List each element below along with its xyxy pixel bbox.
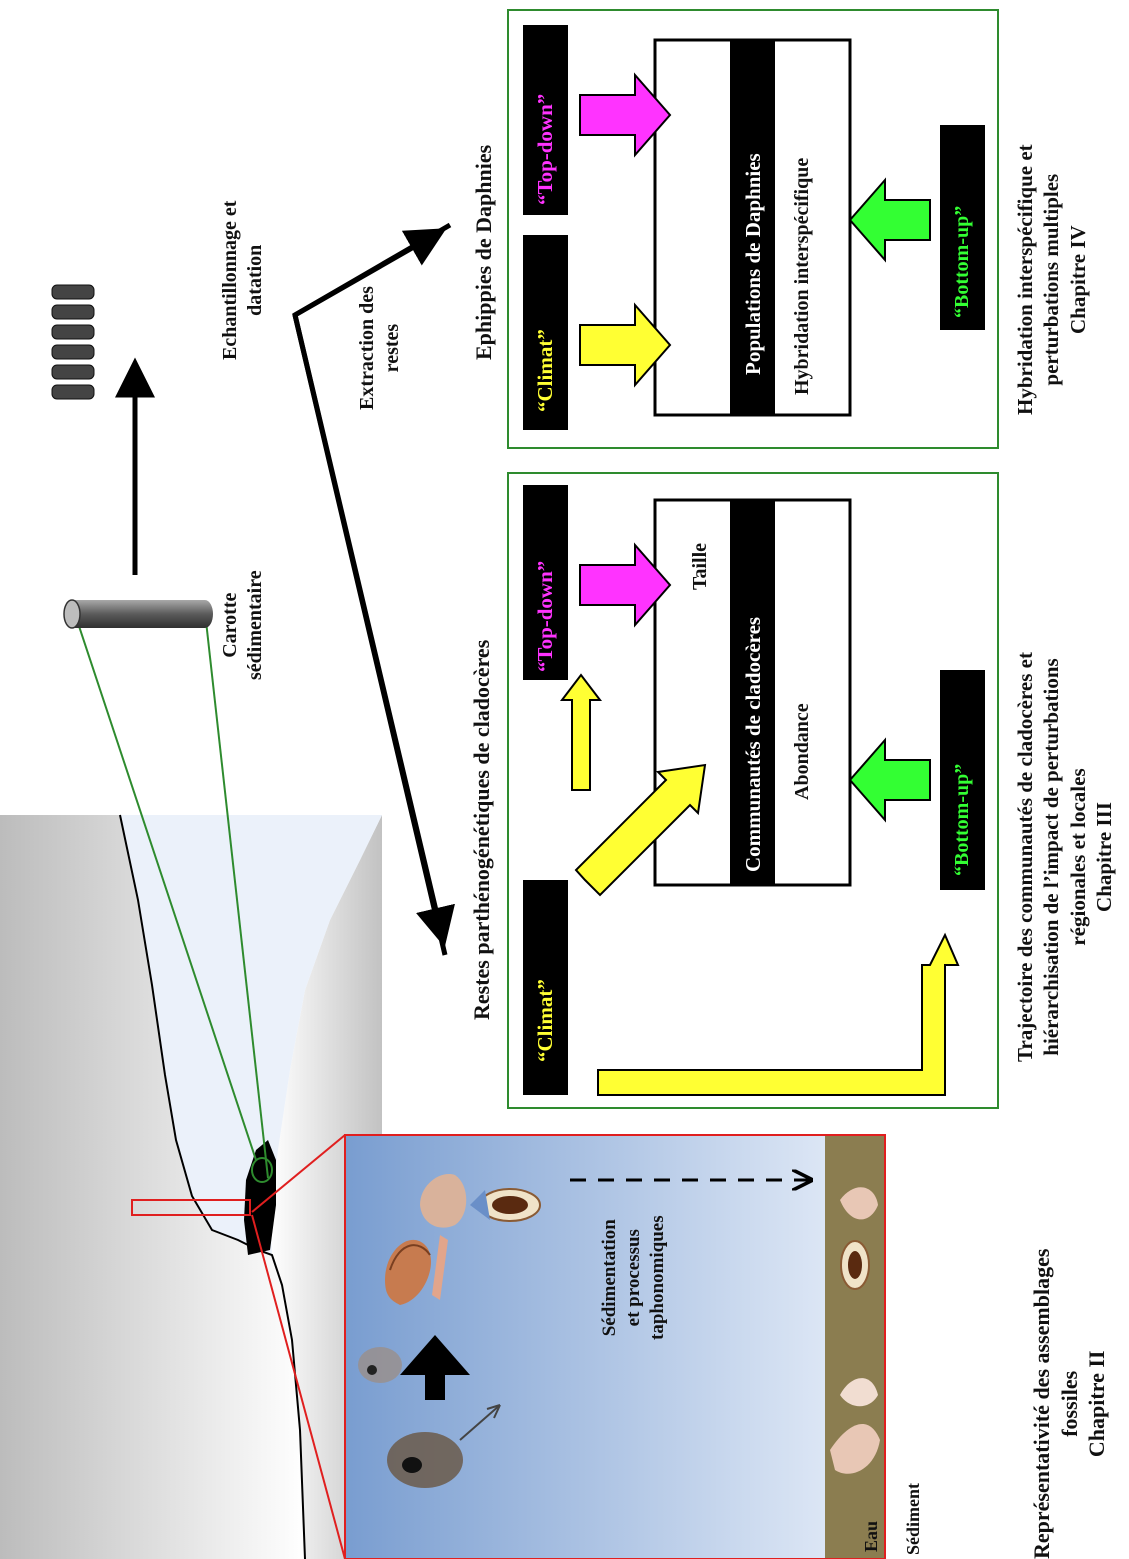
daph-climate: “Climat” <box>533 329 557 412</box>
sediment-core-end <box>63 599 81 629</box>
core-link-2 <box>204 611 269 1179</box>
clado-bottomup: “Bottom-up” <box>951 763 973 876</box>
inset-caption: Représentativité des assemblages fossile… <box>1029 1248 1109 1559</box>
topdown-arrow-clado <box>579 542 672 628</box>
bottomup-box-daph <box>940 125 985 330</box>
clado-climate: “Climat” <box>533 979 557 1062</box>
inset-frame <box>344 1134 886 1559</box>
limb-illustration <box>432 1235 448 1300</box>
climate-arrow-daph <box>579 302 672 388</box>
sampling-label: Echantillonnage et datation <box>219 200 266 360</box>
growth-arrow <box>400 1335 470 1400</box>
lake-shoreline <box>119 814 306 1559</box>
topdown-box-daph <box>523 25 568 215</box>
climate-to-topdown-arrow <box>559 673 603 791</box>
bottomup-box-clado <box>940 670 985 890</box>
box-cladoceres-frame <box>507 472 999 1109</box>
population-band <box>730 40 775 415</box>
climate-box-daph <box>523 235 568 430</box>
clado-abundance: Abondance <box>791 703 813 800</box>
daphnia-illustration <box>387 1404 501 1488</box>
coring-site-circle <box>251 1157 273 1183</box>
zoom-line-top <box>251 1134 346 1213</box>
sediment-remains <box>830 1187 880 1474</box>
sampled-water-column <box>131 1199 251 1216</box>
headshield-illustration <box>420 1174 467 1228</box>
daph-hybridation: Hybridation interspécifique <box>791 157 813 395</box>
clado-caption: Trajectoire des communautés de cladocère… <box>1013 652 1116 1062</box>
branch-arrow-daphnies <box>293 228 447 318</box>
water-label: Eau <box>861 1520 881 1552</box>
extraction-label: Extraction des restes <box>356 286 403 410</box>
bottomup-arrow-clado <box>848 737 931 823</box>
clado-heading: Restes parthénogénétiques de cladocères <box>469 639 494 1020</box>
lake-bank-left <box>0 815 305 1559</box>
box-cladoceres <box>507 472 999 1109</box>
community-band <box>730 500 775 885</box>
carapace-illustration <box>385 1239 431 1305</box>
clado-size: Taille <box>689 542 711 590</box>
clado-community: Communautés de cladocères <box>741 616 765 872</box>
sediment-core <box>70 600 205 628</box>
topdown-arrow-daph <box>579 72 672 158</box>
climate-to-bottomup-arrow <box>597 932 960 1096</box>
core-group <box>51 222 455 956</box>
box-daphnies <box>507 9 999 449</box>
daph-bottomup: “Bottom-up” <box>951 205 973 318</box>
core-slices <box>51 284 95 400</box>
inset-panel <box>344 1134 886 1559</box>
box-daphnies-frame <box>507 9 999 449</box>
core-link-1 <box>71 604 257 1161</box>
process-label: Sédimentation et processus taphonomiques <box>599 1215 668 1340</box>
sediment-core-back <box>197 600 213 628</box>
small-daphnia-illustration <box>358 1347 402 1383</box>
zoom-line-bottom <box>251 1214 346 1559</box>
topdown-box-clado <box>523 485 568 680</box>
branch-arrow-cladoceres <box>292 314 455 948</box>
daph-topdown: “Top-down” <box>533 93 557 205</box>
daph-heading: Ephippies de Daphnies <box>471 144 496 360</box>
daph-caption: Hybridation interspécifique et perturbat… <box>1013 144 1090 415</box>
ephippium-illustration <box>470 1188 541 1222</box>
daph-population: Populations de Daphnies <box>741 153 765 375</box>
climate-box-clado <box>523 880 568 1095</box>
clado-topdown: “Top-down” <box>533 560 557 672</box>
bottomup-arrow-daph <box>848 177 931 263</box>
lake-water <box>120 815 382 1255</box>
sediment-label: Sédiment <box>903 1483 923 1555</box>
climate-to-community-arrow <box>574 763 707 897</box>
core-label: Carotte sédimentaire <box>219 570 266 680</box>
